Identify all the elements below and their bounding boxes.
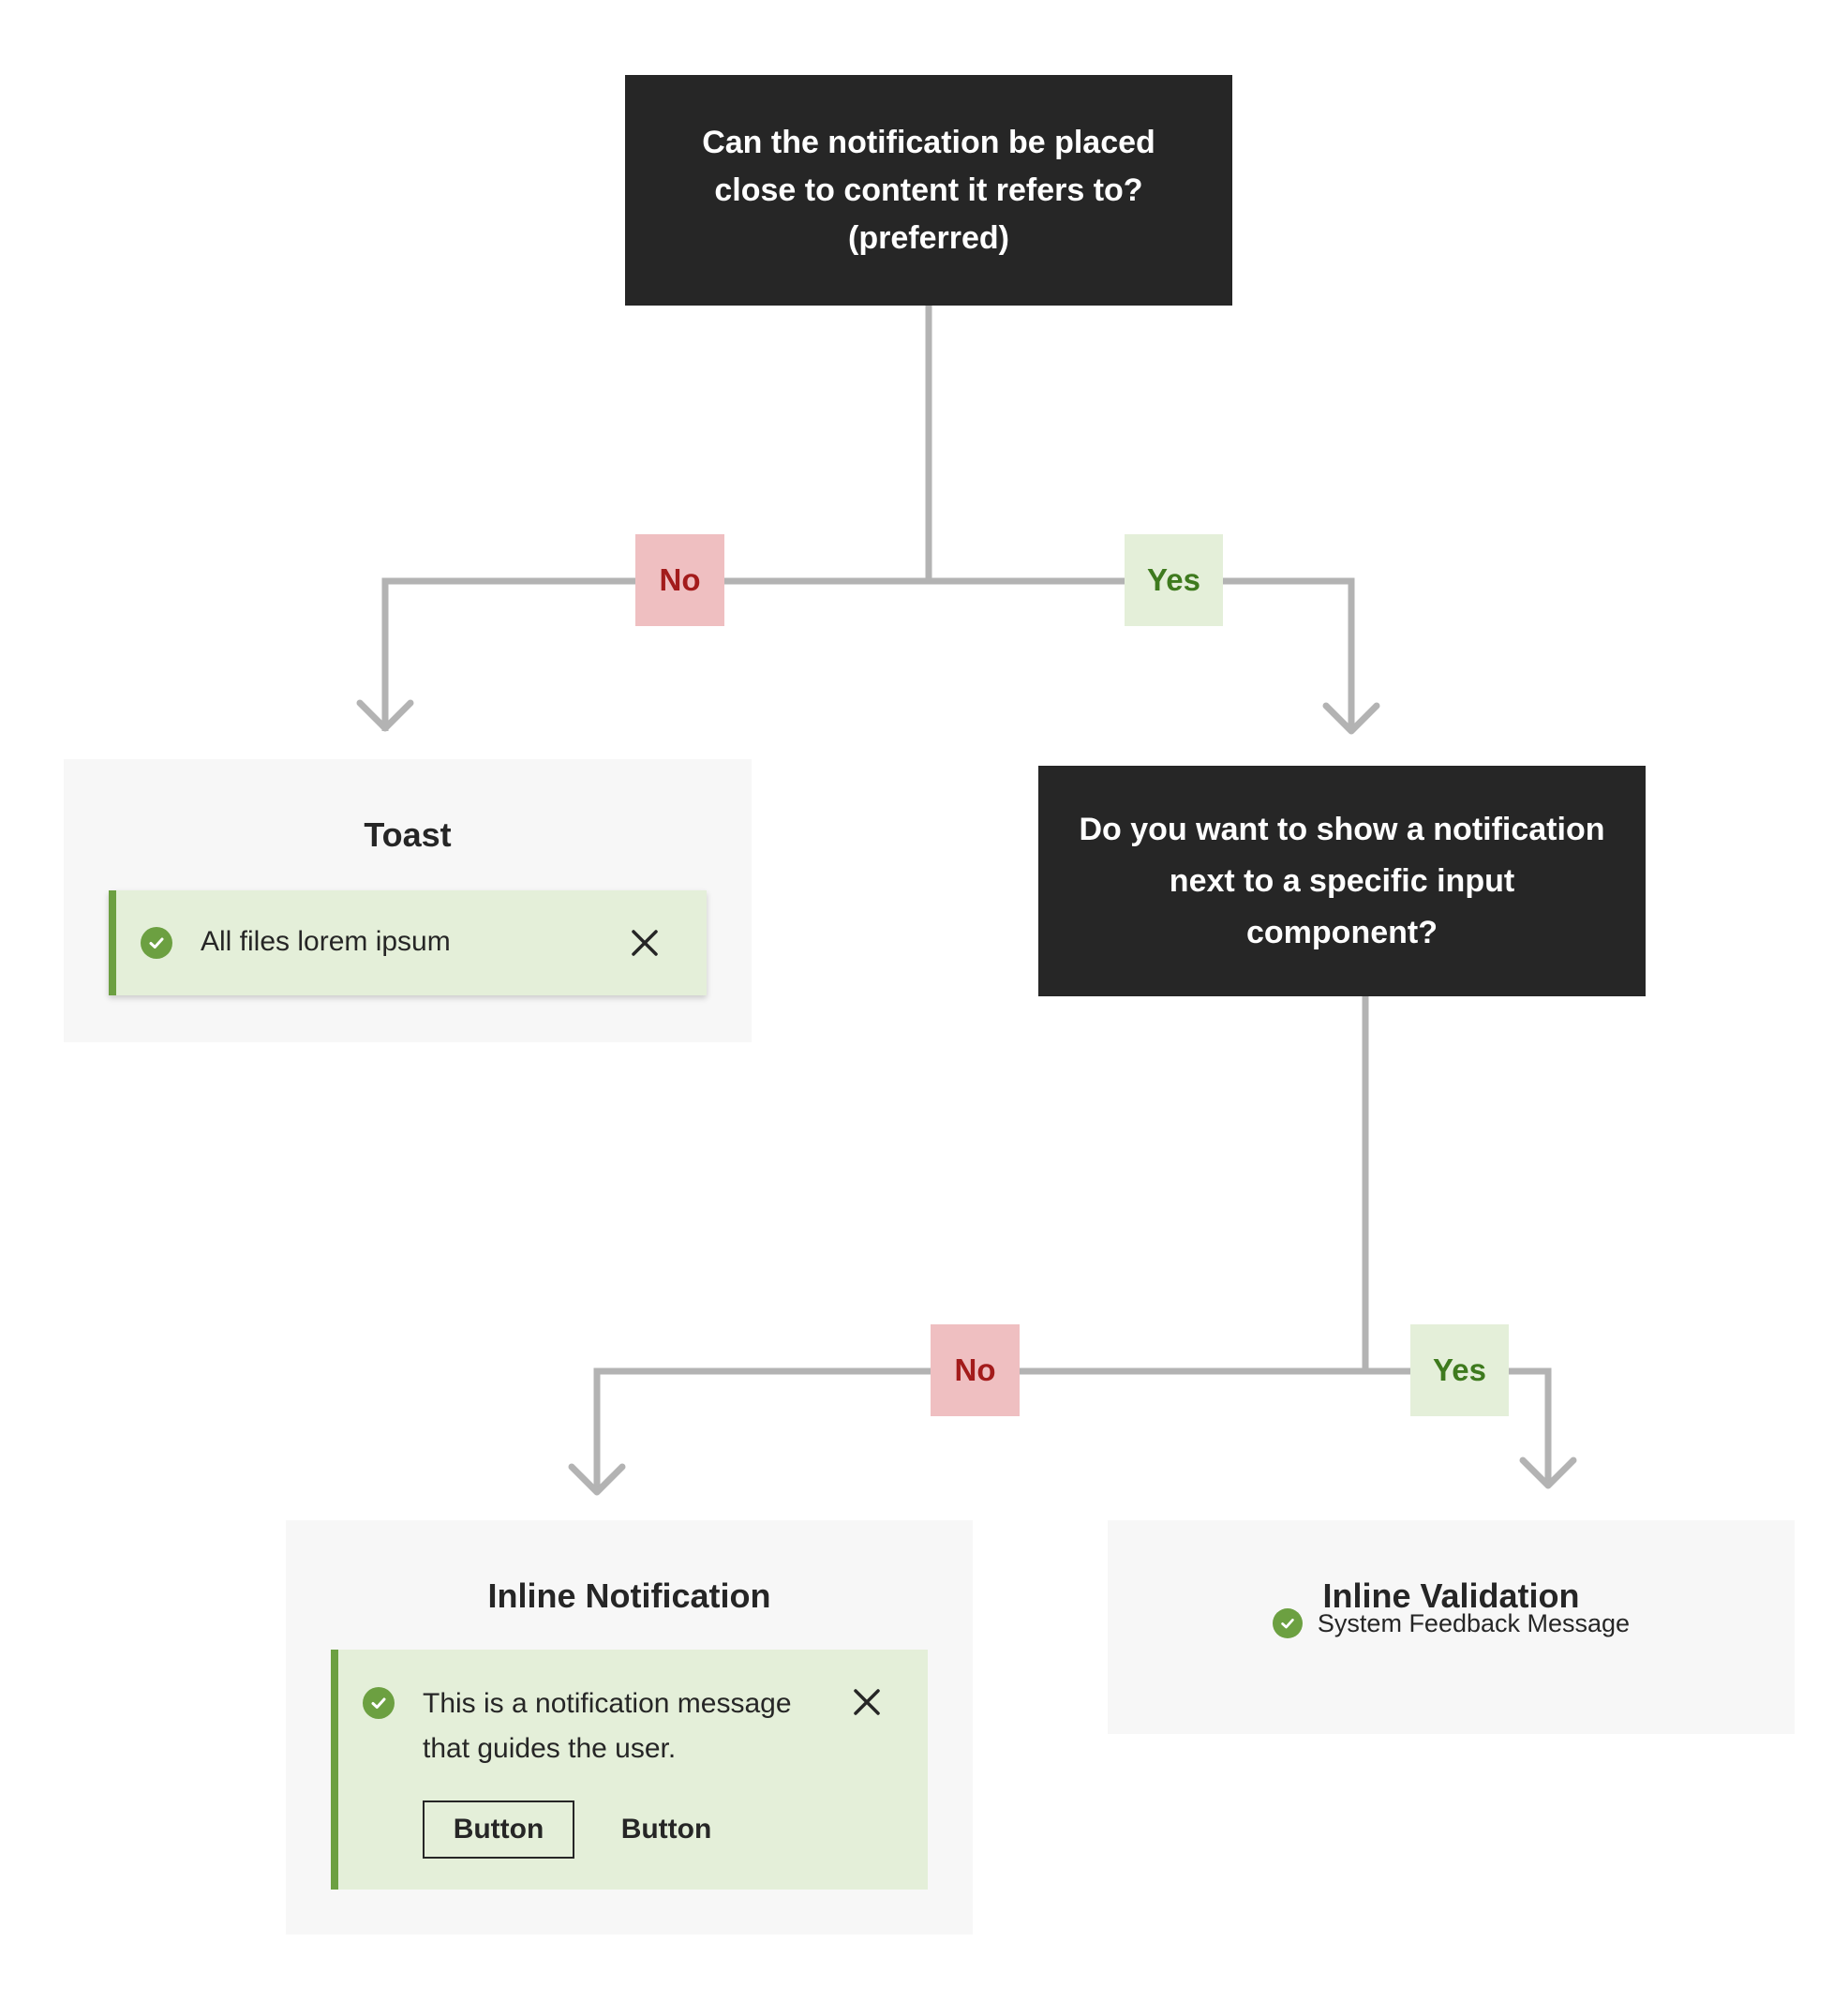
check-circle-icon: [363, 1687, 395, 1719]
connector-q1-no: [381, 577, 929, 731]
validation-message: System Feedback Message: [1317, 1608, 1631, 1637]
connector-q2-no: [593, 1367, 1365, 1492]
branch-no-label: No: [635, 534, 724, 626]
arrow-down-icon: [1519, 1457, 1577, 1489]
toast-notification: All files lorem ipsum: [109, 890, 707, 995]
branch-yes-label: Yes: [1410, 1324, 1509, 1416]
notification-primary-button[interactable]: Button: [423, 1800, 574, 1859]
panel-title: Inline Validation: [1322, 1576, 1580, 1615]
branch-no-label: No: [931, 1324, 1020, 1416]
question-line: next to a specific input: [1169, 862, 1515, 899]
question-box-input-component: Do you want to show a notification next …: [1038, 766, 1646, 996]
inline-validation-panel: Inline Validation System Feedback Messag…: [1108, 1520, 1795, 1734]
arrow-down-icon: [356, 699, 414, 732]
arrow-down-icon: [1322, 702, 1380, 735]
validation-message-row: System Feedback Message: [1108, 1608, 1795, 1638]
close-icon[interactable]: [850, 1685, 884, 1719]
check-circle-icon: [1272, 1608, 1303, 1638]
question-line: (preferred): [848, 219, 1009, 256]
toast-panel: Toast All files lorem ipsum: [64, 759, 752, 1042]
notification-message: This is a notification message that guid…: [423, 1688, 792, 1764]
question-line: Can the notification be placed: [702, 124, 1155, 160]
connector-q1-yes: [929, 577, 1355, 731]
panel-title: Toast: [364, 815, 452, 854]
inline-notification: This is a notification message that guid…: [331, 1650, 928, 1890]
question-box-placement: Can the notification be placed close to …: [625, 75, 1232, 306]
question-line: close to content it refers to?: [714, 172, 1143, 208]
question-line: component?: [1246, 914, 1438, 950]
panel-title: Inline Notification: [487, 1576, 771, 1615]
question-line: Do you want to show a notification: [1079, 811, 1605, 847]
branch-yes-label: Yes: [1125, 534, 1223, 626]
toast-message: All files lorem ipsum: [201, 926, 451, 957]
inline-notification-panel: Inline Notification This is a notificati…: [286, 1520, 973, 1935]
notification-secondary-button[interactable]: Button: [610, 1800, 723, 1859]
check-circle-icon: [141, 927, 172, 959]
close-icon[interactable]: [628, 926, 662, 960]
arrow-down-icon: [568, 1463, 626, 1496]
